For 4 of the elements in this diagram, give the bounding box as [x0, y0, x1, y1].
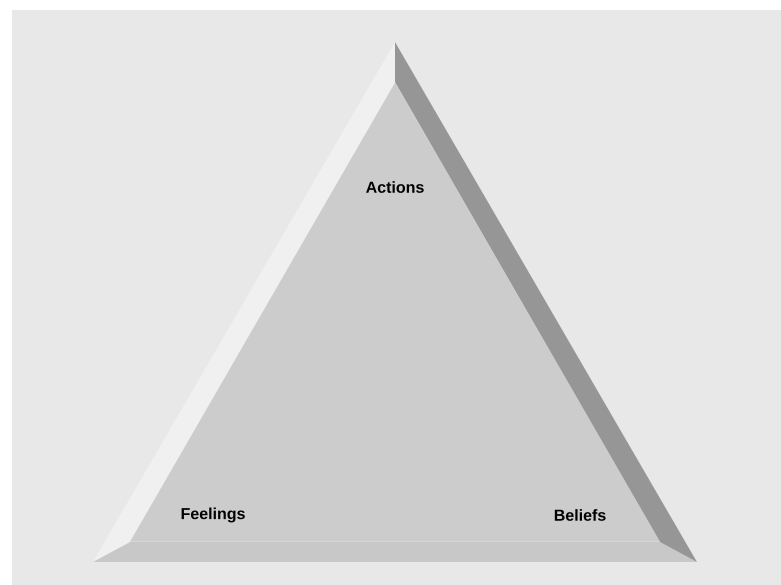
triangle-label: Actions [366, 181, 424, 193]
triangle-label: Beliefs [554, 509, 606, 521]
triangle [93, 42, 697, 562]
triangle-label: Feelings [182, 508, 245, 522]
